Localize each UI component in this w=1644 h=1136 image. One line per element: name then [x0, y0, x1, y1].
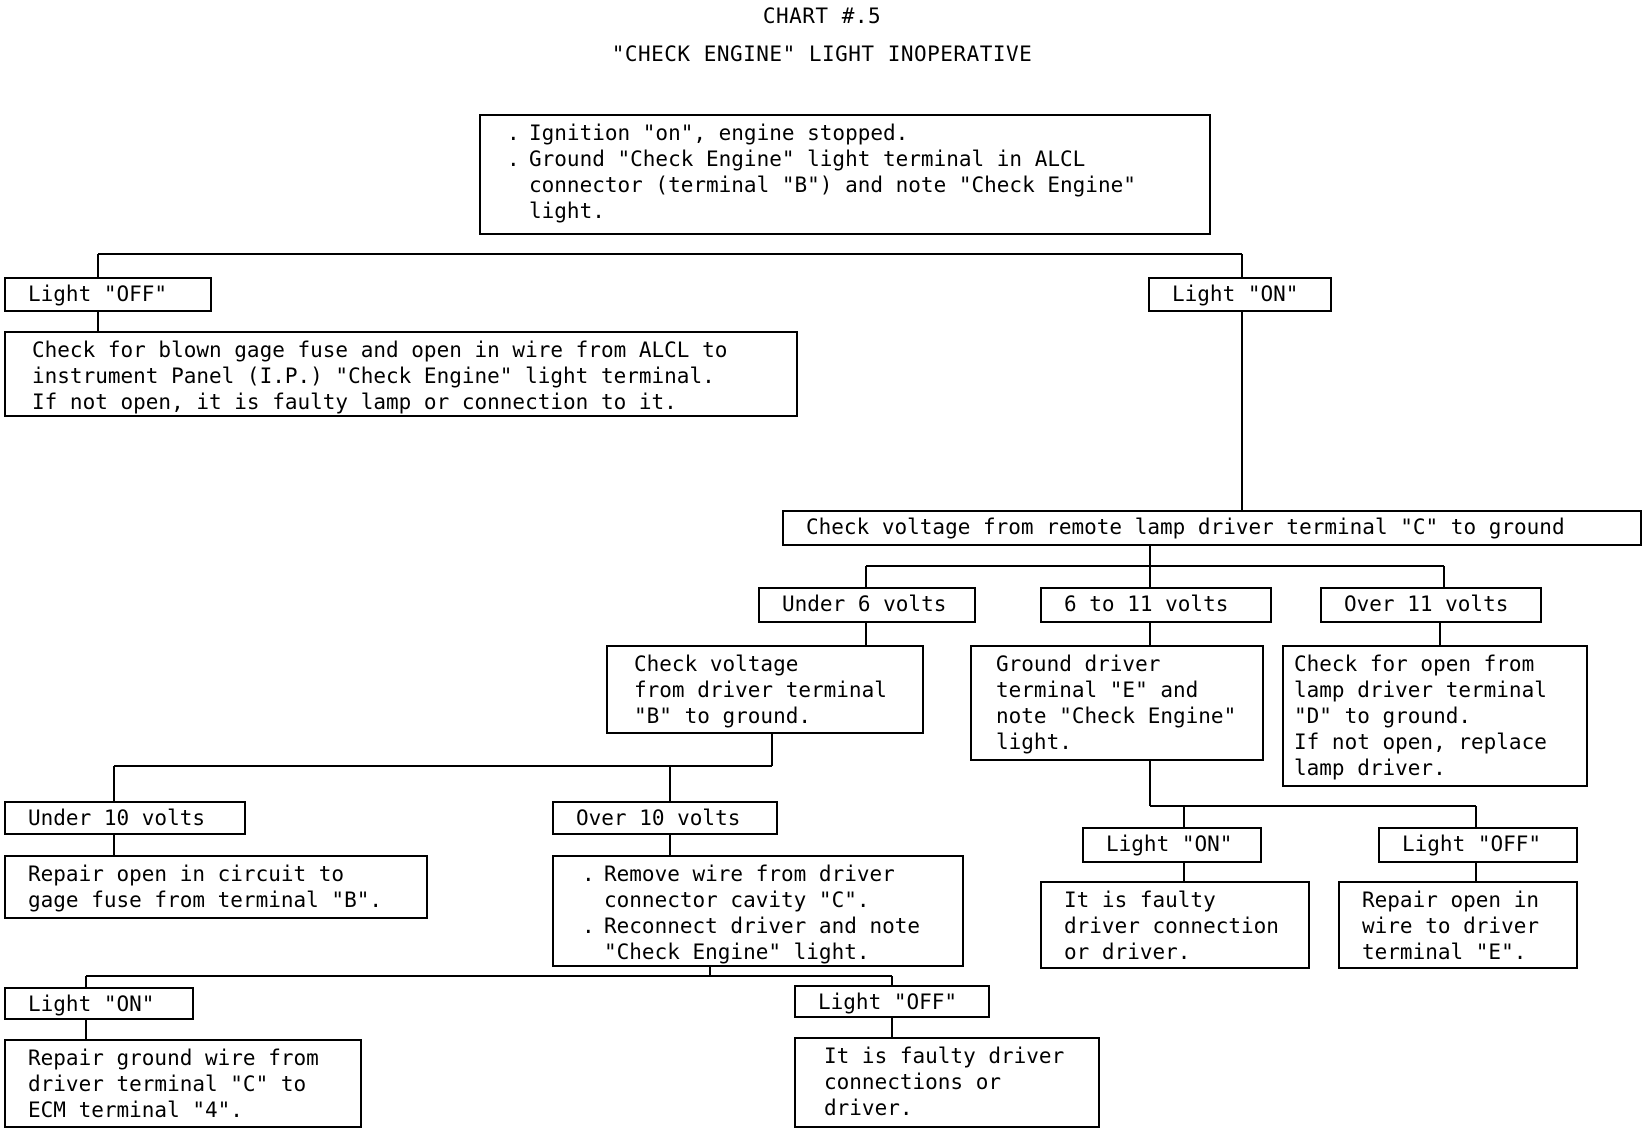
light-on-label: Light "ON": [4, 987, 194, 1020]
text-line: note "Check Engine": [996, 704, 1237, 728]
ground-terminal-e-box: Ground driver terminal "E" and note "Che…: [970, 645, 1264, 761]
text-line: Repair open in: [1362, 888, 1540, 912]
light-off-label: Light "OFF": [1378, 827, 1578, 863]
text-line: driver.: [824, 1096, 913, 1120]
bullet-text: Ground "Check Engine" light terminal in …: [529, 147, 1136, 223]
repair-terminal-b-box: Repair open in circuit to gage fuse from…: [4, 855, 428, 919]
text-line: "D" to ground.: [1294, 704, 1472, 728]
bullet-item: .Reconnect driver and note "Check Engine…: [582, 914, 921, 964]
bullet-item: .Ground "Check Engine" light terminal in…: [507, 147, 1136, 223]
text-line: lamp driver terminal: [1294, 678, 1547, 702]
text-line: gage fuse from terminal "B".: [28, 888, 383, 912]
bullet-item: .Ignition "on", engine stopped.: [507, 121, 909, 145]
text-line: If not open, replace: [1294, 730, 1547, 754]
under-10-volts-label: Under 10 volts: [4, 801, 246, 835]
check-terminal-b-box: Check voltage from driver terminal "B" t…: [606, 645, 924, 734]
text-line: Check voltage: [634, 652, 799, 676]
text-line: It is faulty: [1064, 888, 1216, 912]
under-6-volts-label: Under 6 volts: [758, 587, 976, 623]
text-line: If not open, it is faulty lamp or connec…: [32, 390, 677, 414]
text-line: Repair ground wire from: [28, 1046, 319, 1070]
text-line: wire to driver: [1362, 914, 1540, 938]
light-on-label: Light "ON": [1082, 827, 1262, 863]
text-line: Check for open from: [1294, 652, 1535, 676]
chart-title: CHART #.5: [762, 4, 882, 28]
text-line: driver terminal "C" to: [28, 1072, 307, 1096]
repair-ground-wire-box: Repair ground wire from driver terminal …: [4, 1039, 362, 1128]
faulty-driver-connections-box: It is faulty driver connections or drive…: [794, 1037, 1100, 1128]
text-line: terminal "E" and: [996, 678, 1199, 702]
text-line: Check for blown gage fuse and open in wi…: [32, 338, 728, 362]
text-line: from driver terminal: [634, 678, 887, 702]
text-line: or driver.: [1064, 940, 1191, 964]
light-off-label: Light "OFF": [4, 277, 212, 312]
light-off-label: Light "OFF": [794, 985, 990, 1018]
remove-wire-c-box: .Remove wire from driver connector cavit…: [552, 855, 964, 967]
text-line: Repair open in circuit to: [28, 862, 345, 886]
bullet-item: .Remove wire from driver connector cavit…: [582, 862, 895, 912]
text-line: "B" to ground.: [634, 704, 812, 728]
text-line: terminal "E".: [1362, 940, 1527, 964]
text-line: instrument Panel (I.P.) "Check Engine" l…: [32, 364, 715, 388]
check-open-terminal-d-box: Check for open from lamp driver terminal…: [1282, 645, 1588, 787]
text-line: lamp driver.: [1294, 756, 1446, 780]
light-on-label: Light "ON": [1148, 277, 1332, 312]
chart-subtitle: "CHECK ENGINE" LIGHT INOPERATIVE: [611, 42, 1033, 66]
over-11-volts-label: Over 11 volts: [1320, 587, 1542, 623]
6-to-11-volts-label: 6 to 11 volts: [1040, 587, 1272, 623]
text-line: light.: [996, 730, 1072, 754]
text-line: ECM terminal "4".: [28, 1098, 243, 1122]
bullet-text: Ignition "on", engine stopped.: [529, 121, 909, 145]
start-step-box: .Ignition "on", engine stopped. .Ground …: [479, 114, 1211, 235]
bullet-text: Reconnect driver and note "Check Engine"…: [604, 914, 921, 964]
text-line: driver connection: [1064, 914, 1279, 938]
bullet-text: Remove wire from driver connector cavity…: [604, 862, 895, 912]
faulty-driver-connection-box: It is faulty driver connection or driver…: [1040, 881, 1310, 969]
repair-terminal-e-box: Repair open in wire to driver terminal "…: [1338, 881, 1578, 969]
check-blown-fuse-box: Check for blown gage fuse and open in wi…: [4, 331, 798, 417]
text-line: Ground driver: [996, 652, 1161, 676]
check-terminal-c-box: Check voltage from remote lamp driver te…: [782, 510, 1642, 546]
text-line: It is faulty driver: [824, 1044, 1065, 1068]
text-line: connections or: [824, 1070, 1002, 1094]
over-10-volts-label: Over 10 volts: [552, 801, 778, 835]
